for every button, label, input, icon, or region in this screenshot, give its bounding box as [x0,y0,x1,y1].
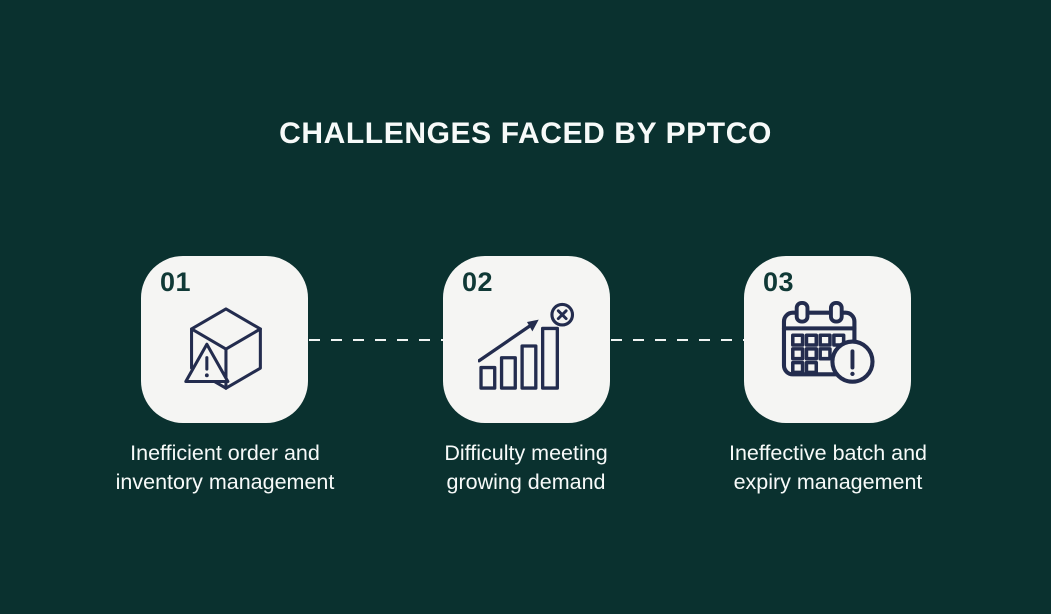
dashed-connector-2 [611,339,744,341]
challenge-card-1: 01 [141,256,308,423]
card-label-line: Difficulty meeting [444,441,608,465]
card-number: 03 [763,267,795,297]
card-number: 01 [160,267,192,297]
dashed-connector-1 [309,339,443,341]
card-label-line: expiry management [733,470,923,494]
growth-blocked-icon [477,302,576,392]
page-title: CHALLENGES FACED BY PPTCO [279,117,772,150]
challenge-card-2: 02 [443,256,610,423]
calendar-alert-icon [777,300,879,390]
card-number: 02 [462,267,494,297]
box-warning-icon [182,304,268,396]
card-label-1: Inefficient order and inventory manageme… [65,439,385,497]
card-label-line: Ineffective batch and [728,441,928,465]
card-label-line: growing demand [446,470,606,494]
card-label-3: Ineffective batch and expiry management [668,439,988,497]
challenge-card-3: 03 [744,256,911,423]
card-label-2: Difficulty meeting growing demand [366,439,686,497]
card-label-line: inventory management [115,470,335,494]
card-label-line: Inefficient order and [130,441,320,465]
